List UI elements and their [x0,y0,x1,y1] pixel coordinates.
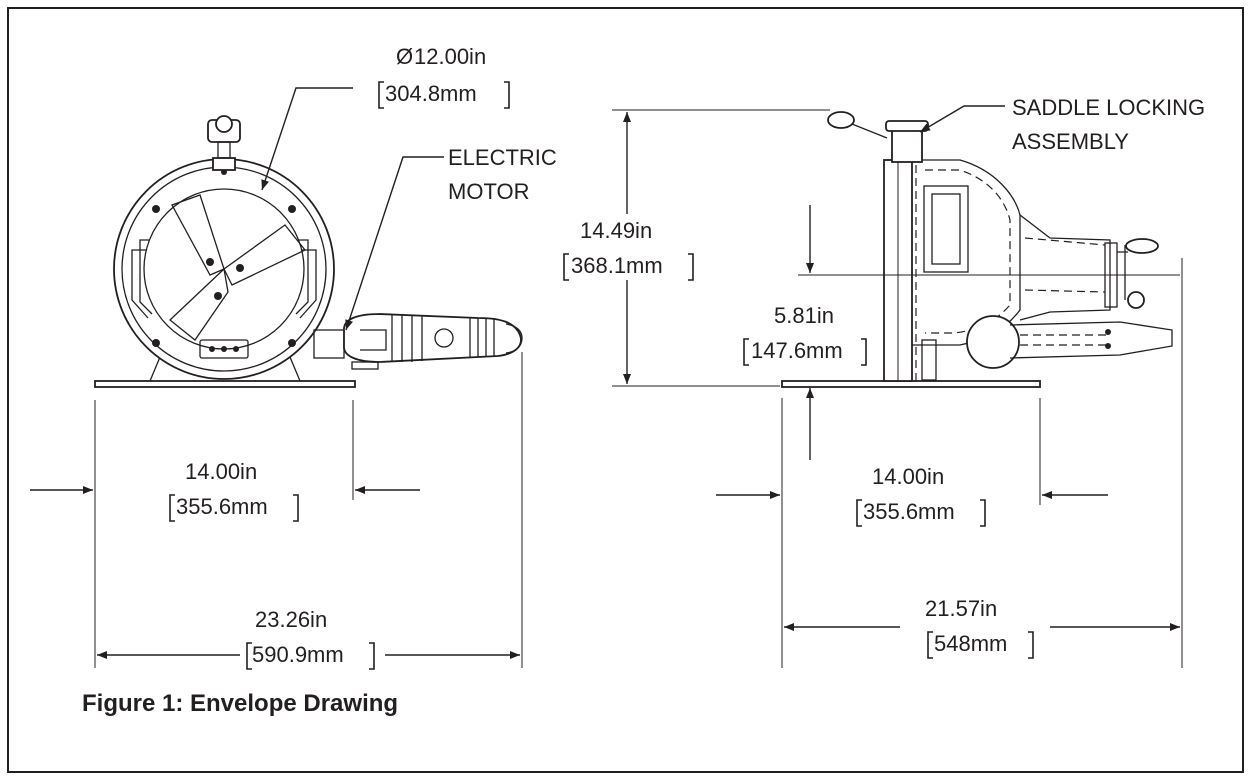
bracket-right [861,338,867,366]
ring-bolt [288,339,296,347]
diameter-mm: 304.8mm [385,81,477,106]
ring-bolt [152,339,160,347]
side-motor-hidden [1020,334,1110,346]
bracket-left [246,642,252,670]
side-gear-box [923,185,969,273]
side-height-dimension: 14.49in 368.1mm [563,109,830,387]
side-base-width-dimension: 14.00in 355.6mm [716,398,1108,668]
front-base-mm: 355.6mm [176,494,268,519]
motor-mount [313,329,345,359]
bracket-left [378,81,384,109]
jaw-pin-2 [236,264,244,272]
side-height-mm: 368.1mm [571,253,663,278]
motor-knob [434,328,454,348]
saddle-callout: SADDLE LOCKING ASSEMBLY [919,95,1205,154]
side-handle-shaft [1117,245,1128,300]
jaw-right [223,224,307,286]
side-saddle-lever-grip [827,111,855,129]
front-saddle-knob-top [215,115,233,133]
bracket-left [856,499,862,527]
center-height-inch: 5.81in [774,303,834,328]
ring-bottom-slot [199,339,249,359]
bracket-right [293,494,299,522]
side-height-inch: 14.49in [580,218,652,243]
side-nose [1019,214,1111,321]
motor-label-line2: MOTOR [448,179,529,204]
jaw-lower [169,267,229,341]
front-base-width-dimension: 14.00in 355.6mm [30,400,420,668]
figure-caption: Figure 1: Envelope Drawing [82,690,399,717]
ring-bolt [288,205,296,213]
side-saddle-cap [885,120,929,132]
side-view [781,111,1173,388]
front-view [94,115,523,388]
front-base-plate [94,380,356,388]
side-saddle-lever [851,123,888,139]
slot-bolt [233,346,239,352]
side-motor-end [966,315,1020,369]
diameter-inch: 12.00in [414,44,486,69]
slot-bolt [209,346,215,352]
saddle-leader [919,105,1005,133]
bracket-right [1028,631,1034,659]
front-overall-inch: 23.26in [255,607,327,632]
side-overall-inch: 21.57in [925,596,997,621]
motor-fins [391,314,495,362]
motor-body [343,313,522,363]
motor-endcap [505,323,523,354]
jaw-pin-1 [206,258,214,266]
side-overall-width-dimension: 21.57in 548mm [784,258,1183,668]
bracket-right [369,642,375,670]
side-nose-hidden [1024,237,1106,293]
motor-callout: ELECTRIC MOTOR [345,145,557,331]
bracket-left [563,253,569,281]
side-saddle-post [891,127,923,163]
slot-bolt [221,346,227,352]
jaw-pin-3 [214,292,222,300]
front-overall-mm: 590.9mm [252,642,344,667]
side-center-height-dimension: 5.81in 147.6mm [743,205,1180,460]
ring-side-brackets [131,249,317,319]
bracket-right [980,499,986,527]
side-gear-box-inner [931,193,961,265]
bracket-left [169,494,175,522]
side-overall-mm: 548mm [934,631,1007,656]
side-lower-bracket [921,339,937,381]
center-height-mm: 147.6mm [751,338,843,363]
side-motor-bolt [1105,343,1111,349]
side-base-inch: 14.00in [872,464,944,489]
front-base-inch: 14.00in [185,459,257,484]
bracket-right [504,81,510,109]
diameter-leader [261,87,353,191]
motor-switch [360,329,387,351]
motor-leader [345,156,444,331]
front-diameter-dimension: Ø 12.00in 304.8mm [261,44,510,191]
ring-side-brackets-inner [139,239,309,315]
side-housing [912,159,1021,346]
front-overall-width-dimension: 23.26in 590.9mm [97,352,523,670]
side-base-mm: 355.6mm [863,499,955,524]
front-saddle-post [212,157,236,171]
side-motor-bolt [1105,329,1111,335]
side-motor-shaft [1009,321,1173,359]
front-saddle-stem [217,141,231,159]
ring-bolt [152,205,160,213]
jaw-upper [171,194,225,276]
saddle-label-line2: ASSEMBLY [1012,129,1129,154]
diameter-symbol: Ø [396,44,413,69]
bracket-left [927,631,933,659]
motor-foot [351,361,379,370]
bracket-left [743,338,749,366]
bracket-right [688,253,694,281]
side-handle-grip [1125,238,1159,254]
side-handle-ball [1127,291,1145,309]
motor-label-line1: ELECTRIC [448,145,557,170]
saddle-label-line1: SADDLE LOCKING [1012,95,1205,120]
